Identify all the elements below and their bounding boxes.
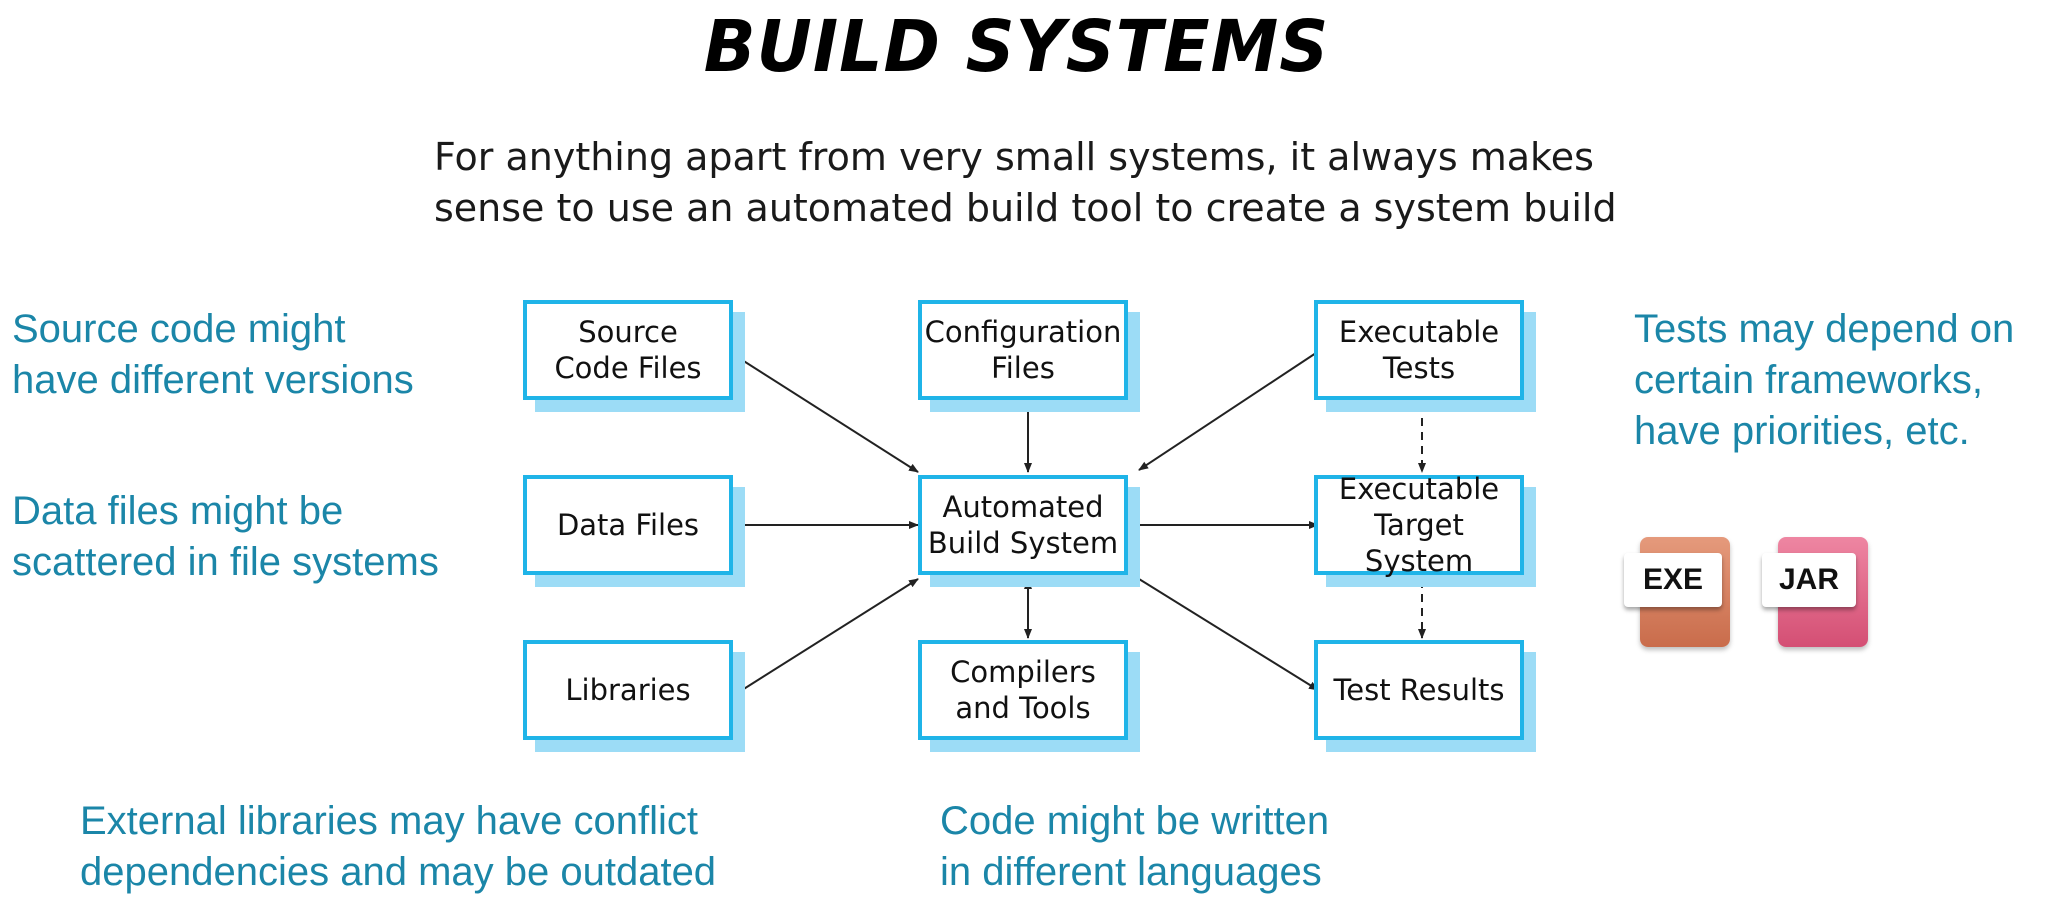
arrow-source-to-build bbox=[738, 357, 919, 473]
note-source-code: Source code might have different version… bbox=[12, 304, 414, 406]
box-compilers-and-tools: Compilers and Tools bbox=[918, 640, 1128, 740]
box-libraries: Libraries bbox=[523, 640, 733, 740]
note-line: Tests may depend on bbox=[1634, 307, 2015, 351]
box-test-results: Test Results bbox=[1314, 640, 1524, 740]
box-source-code-files: Source Code Files bbox=[523, 300, 733, 400]
box-automated-build-system: Automated Build System bbox=[918, 475, 1128, 575]
note-data-files: Data files might be scattered in file sy… bbox=[12, 486, 439, 588]
arrow-build-to-results bbox=[1138, 578, 1319, 691]
note-line: External libraries may have conflict bbox=[80, 799, 699, 843]
note-tests: Tests may depend on certain frameworks, … bbox=[1634, 304, 2014, 457]
note-line: Source code might bbox=[12, 307, 346, 351]
note-line: have priorities, etc. bbox=[1634, 409, 1970, 453]
note-line: have different versions bbox=[12, 358, 414, 402]
note-line: certain frameworks, bbox=[1634, 358, 1983, 402]
arrow-libraries-to-build bbox=[738, 578, 919, 693]
box-configuration-files: Configuration Files bbox=[918, 300, 1128, 400]
note-line: in different languages bbox=[940, 850, 1322, 894]
note-languages: Code might be written in different langu… bbox=[940, 796, 1329, 898]
box-executable-target-system: Executable Target System bbox=[1314, 472, 1524, 578]
note-line: Data files might be bbox=[12, 489, 344, 533]
note-line: scattered in file systems bbox=[12, 540, 439, 584]
note-libraries: External libraries may have conflict dep… bbox=[80, 796, 716, 898]
jar-file-label: JAR bbox=[1762, 553, 1856, 607]
note-line: dependencies and may be outdated bbox=[80, 850, 717, 894]
exe-file-label: EXE bbox=[1624, 553, 1722, 607]
slide-title: BUILD SYSTEMS bbox=[703, 6, 1330, 89]
note-line: Code might be written bbox=[940, 799, 1330, 843]
slide-subtitle: For anything apart from very small syste… bbox=[434, 135, 1617, 230]
box-data-files: Data Files bbox=[523, 475, 733, 575]
arrow-tests-to-build bbox=[1138, 350, 1320, 471]
box-executable-tests: Executable Tests bbox=[1314, 300, 1524, 400]
